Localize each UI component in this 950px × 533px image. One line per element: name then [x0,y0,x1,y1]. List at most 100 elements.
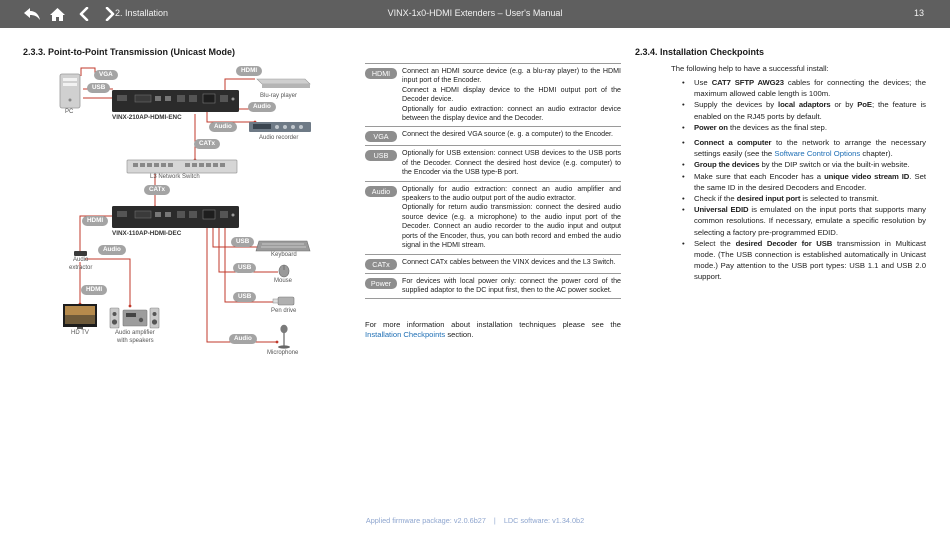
encoder-device [112,90,239,112]
tag-audio-decoder: Audio [98,245,126,255]
text: chapter). [860,149,893,159]
installation-checkpoints-link[interactable]: Installation Checkpoints [365,330,446,340]
port-description: Optionally for audio extraction: connect… [402,184,621,250]
port-row-hdmi: HDMI Connect an HDMI source device (e.g.… [365,63,621,128]
tag-usb-pendrive: USB [233,292,257,302]
tag-audio-recorder-bottom: Audio [209,122,237,132]
amplifier-icon [109,307,160,329]
port-badge: CATx [365,258,397,270]
port-table: HDMI Connect an HDMI source device (e.g.… [365,63,621,300]
bluray-icon [256,78,311,88]
port-row-power: Power For devices with local power only:… [365,274,621,300]
text: Select the [694,238,736,248]
label-encoder: VINX-210AP-HDMI-ENC [112,114,182,121]
label-amplifier-line2: with speakers [117,338,154,344]
pen-drive-icon [272,296,295,306]
emphasis: CAT7 SFTP AWG23 [711,78,784,87]
port-badge: HDMI [365,68,397,79]
tag-usb-mouse: USB [233,263,257,273]
text: Make sure that each Encoder has a [694,171,825,181]
text: . Set the same ID in the desired Decoder… [694,171,927,192]
port-description: Connect the desired VGA source (e. g. a … [402,130,613,139]
diagram-drawing [59,67,311,349]
emphasis: Universal EDID [694,205,749,215]
tag-hdmi-bluray: HDMI [236,66,263,76]
port-description: Connect CATx cables between the VINX dev… [402,257,616,266]
more-info-paragraph: For more information about installation … [365,320,621,341]
label-bluray: Blu-ray player [260,93,298,99]
checkpoint-item: Connect a computer to the network to arr… [682,137,926,159]
label-audio-extractor-line2: extractor [69,265,93,271]
emphasis: local adaptors [778,100,831,110]
label-switch: L3 Network Switch [150,174,200,180]
navigation-buttons [22,5,119,23]
label-microphone: Microphone [267,350,299,356]
tag-usb-pc: USB [87,83,111,93]
text: ; the feature is enabled on the RJ45 por… [694,100,926,121]
pc-icon [59,73,81,109]
more-info-suffix: section. [445,330,474,340]
breadcrumb[interactable]: 2. Installation [115,8,169,18]
port-row-catx: CATx Connect CATx cables between the VIN… [365,255,621,274]
label-decoder: VINX-110AP-HDMI-DEC [112,230,182,237]
text: the devices as the final step. [727,122,827,132]
emphasis: PoE [857,100,872,110]
port-badge: VGA [365,131,397,143]
checkpoint-item: Make sure that each Encoder has a unique… [682,171,926,193]
label-pc: PC [65,109,74,115]
tag-catx-top: CATx [194,139,220,149]
tag-catx-bottom: CATx [144,185,170,195]
checkpoint-item: Group the devices by the DIP switch or v… [682,159,926,170]
audio-recorder-icon [249,122,311,132]
tag-hdmi-tv: HDMI [81,285,108,295]
port-row-vga: VGA Connect the desired VGA source (e. g… [365,127,621,147]
more-info-text: For more information about installation … [365,320,621,329]
home-button[interactable] [48,5,67,23]
emphasis: desired Decoder for USB [735,238,833,248]
decoder-device [112,206,239,228]
top-bar: 2. Installation VINX-1x0-HDMI Extenders … [0,0,950,28]
page-number: 13 [913,8,924,18]
tag-audio-recorder-top: Audio [248,102,276,112]
text: is emulated on the input ports that supp… [694,205,926,237]
next-page-button[interactable] [100,5,119,23]
software-control-options-link[interactable]: Software Control Options [774,149,861,159]
previous-page-button[interactable] [74,5,93,23]
emphasis: Group the devices [694,160,760,170]
home-icon [50,7,65,21]
text: Check if the [694,194,737,204]
port-row-usb: USB Optionally for USB extension: connec… [365,146,621,182]
port-description: For devices with local power only: conne… [402,276,621,294]
chevron-right-icon [105,7,114,21]
text: transmission in Multicast mode. (The USB… [694,238,926,282]
label-audio-extractor-line1: Audio [73,257,89,263]
section-heading-unicast: 2.3.3. Point-to-Point Transmission (Unic… [23,47,236,57]
tag-usb-keyboard: USB [231,237,255,247]
checkpoints-list: Use CAT7 SFTP AWG23 cables for connectin… [682,77,926,283]
tag-hdmi-decoder: HDMI [82,216,109,226]
text: to the network to arrange the necessary … [694,138,926,159]
document-title: VINX-1x0-HDMI Extenders – User's Manual [387,8,563,18]
back-button[interactable] [22,5,41,23]
checkpoint-item: Select the desired Decoder for USB trans… [682,238,926,283]
checkpoint-item: Use CAT7 SFTP AWG23 cables for connectin… [682,77,926,99]
checkpoint-item: Power on the devices as the final step. [682,122,926,133]
port-row-audio: Audio Optionally for audio extraction: c… [365,182,621,255]
footer: Applied firmware package: v2.0.6b27|LDC … [0,516,950,525]
section-heading-checkpoints: 2.3.4. Installation Checkpoints [635,47,765,57]
network-switch-icon [126,159,238,174]
port-badge: Audio [365,185,397,197]
text: cables for connecting the devices; the m… [694,78,926,99]
label-amplifier-line1: Audio amplifier [115,330,155,336]
checkpoint-item: Check if the desired input port is selec… [682,193,926,204]
back-icon [23,8,40,20]
checkpoint-item: Supply the devices by local adaptors or … [682,99,926,121]
text: Use [694,78,712,87]
text: is selected to transmit. [800,194,879,204]
tv-icon [63,304,97,329]
text: by the DIP switch or via the built-in we… [759,160,910,170]
mouse-icon [278,264,290,278]
microphone-icon [278,324,290,349]
checkpoints-intro: The following help to have a successful … [671,64,829,73]
emphasis: desired input port [736,194,801,204]
